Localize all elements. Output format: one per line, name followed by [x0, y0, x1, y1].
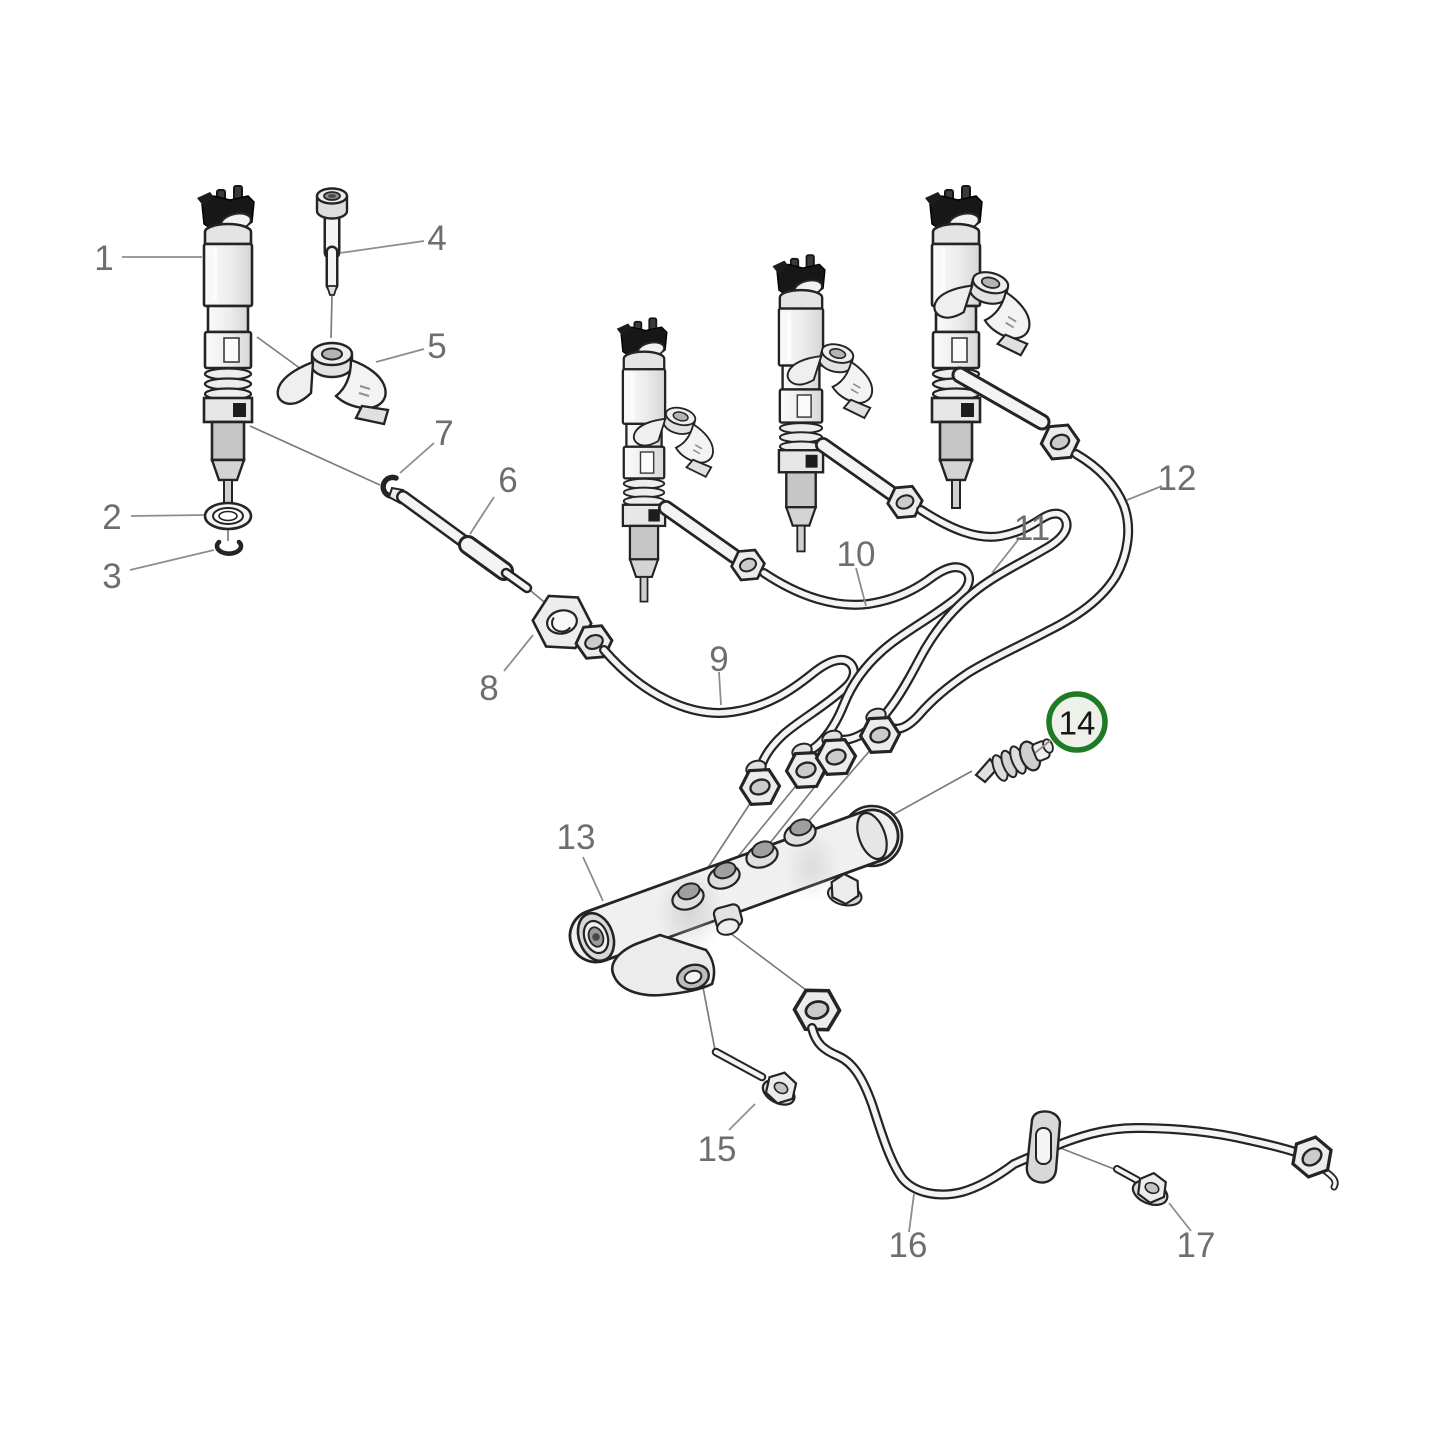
- part-pipe-6: [387, 486, 533, 594]
- callout-label-13: 13: [557, 818, 596, 857]
- callout-label-5: 5: [427, 327, 446, 366]
- part-injector-1: [197, 186, 254, 508]
- leader-lines: [122, 240, 1192, 1233]
- callout-label-2: 2: [102, 498, 121, 537]
- callout-label-6: 6: [498, 461, 517, 500]
- callout-label-1: 1: [94, 239, 113, 278]
- pipe-rail-nuts: [736, 707, 904, 811]
- part-clamp-5: [276, 341, 390, 426]
- part-bolt-17: [1113, 1165, 1172, 1208]
- part-nut-8: [527, 587, 597, 657]
- part-clip-3: [214, 539, 244, 556]
- part-bolt-4: [315, 187, 349, 296]
- part-pipe-16: [791, 984, 1340, 1200]
- callout-label-10: 10: [837, 535, 876, 574]
- highlight-badge-14: 14: [1046, 691, 1108, 753]
- callout-label-14: 14: [1059, 705, 1096, 742]
- callout-label-3: 3: [102, 557, 121, 596]
- part-pipe-10: [759, 562, 974, 758]
- part-pipe-9: [599, 645, 859, 775]
- callout-label-15: 15: [698, 1130, 737, 1169]
- part-fuel-rail-13: [568, 804, 904, 997]
- callout-label-17: 17: [1177, 1226, 1216, 1265]
- callout-label-9: 9: [709, 640, 728, 679]
- part-sensor-14: [974, 738, 1054, 784]
- callout-label-11: 11: [1014, 509, 1050, 548]
- part-bolt-15: [711, 1047, 803, 1110]
- pipe-union-stubs: [572, 366, 1084, 664]
- callout-label-7: 7: [434, 414, 453, 453]
- highlight-ring: [1046, 691, 1108, 753]
- callout-label-8: 8: [479, 669, 498, 708]
- part-washer-2: [203, 501, 253, 531]
- callout-labels: 1 2 3 4 5 6 7 8 9 10 11 12 13 15 16 17: [94, 219, 1215, 1265]
- callout-label-4: 4: [427, 219, 446, 258]
- callout-label-16: 16: [889, 1226, 928, 1265]
- callout-label-12: 12: [1158, 459, 1197, 498]
